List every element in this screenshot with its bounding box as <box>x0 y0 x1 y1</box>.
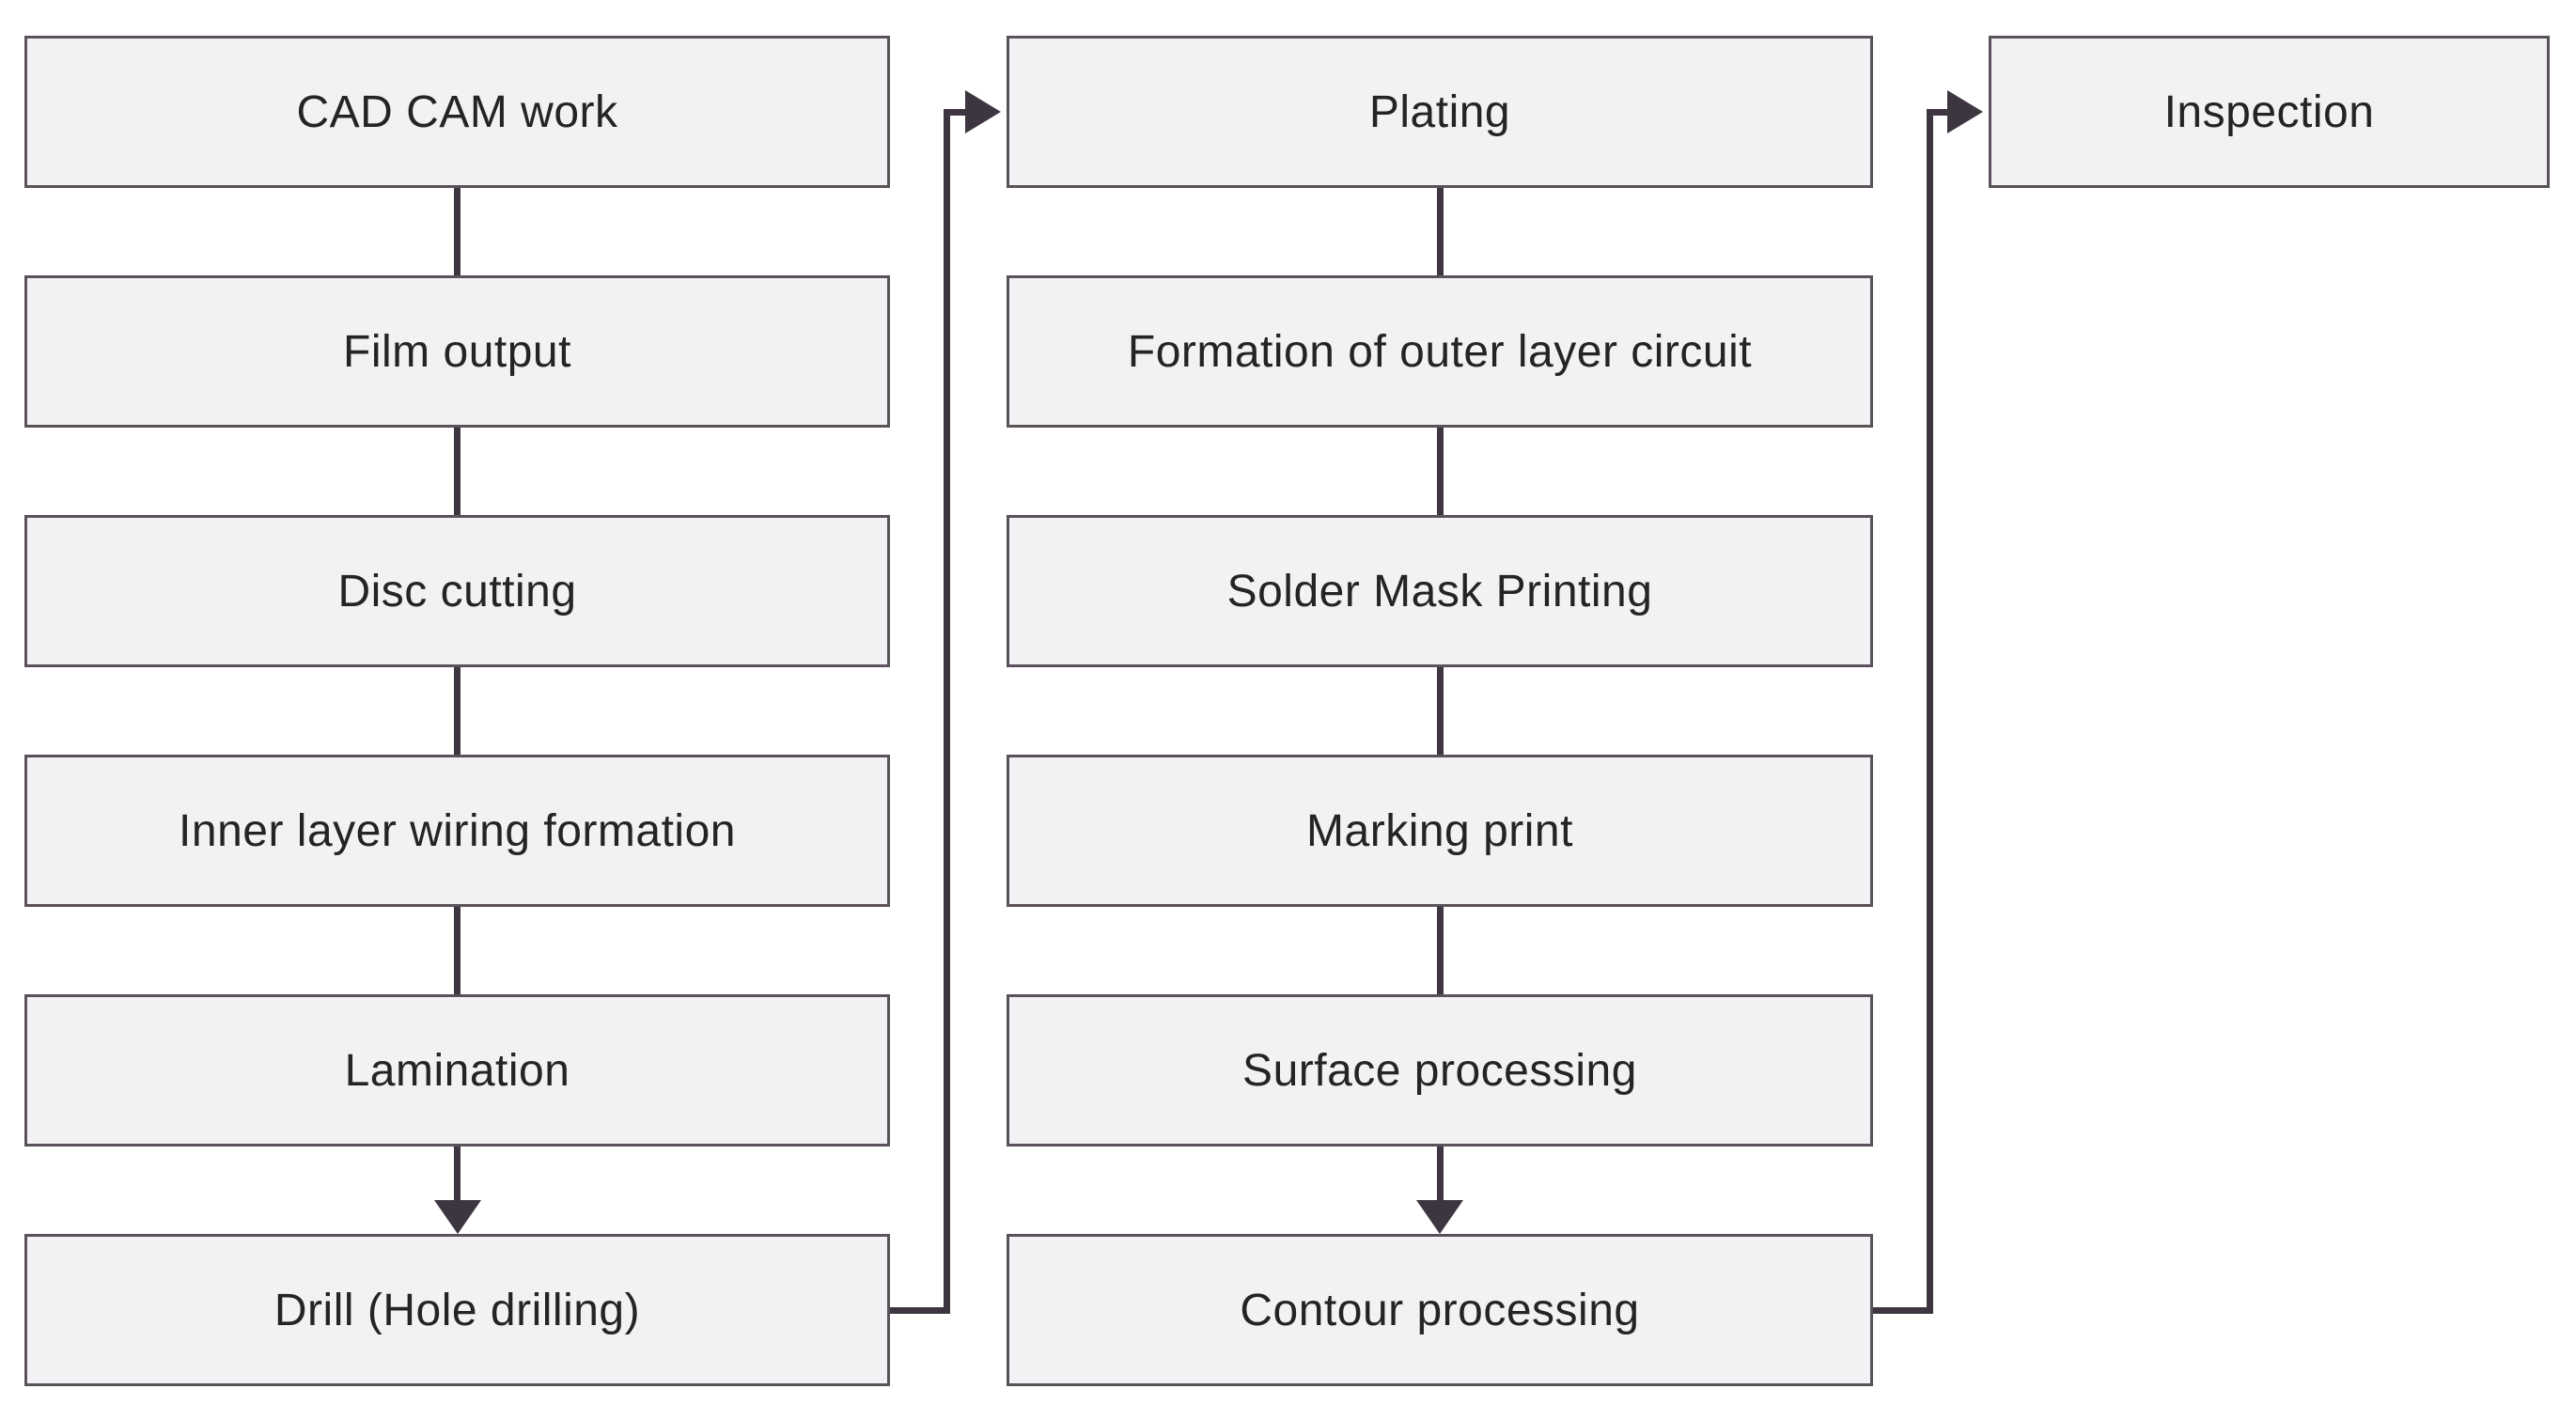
edge-lamination-to-drill-hole-drilling-arrowhead-down-icon <box>433 1200 481 1234</box>
node-label-surface-processing: Surface processing <box>1242 1045 1637 1096</box>
node-cad-cam-work: CAD CAM work <box>24 36 890 188</box>
node-plating: Plating <box>1007 36 1873 188</box>
node-label-plating: Plating <box>1368 86 1511 137</box>
node-label-inner-layer-wiring-formation: Inner layer wiring formation <box>179 805 736 856</box>
node-drill-hole-drilling: Drill (Hole drilling) <box>24 1234 890 1386</box>
node-formation-of-outer-layer-circuit: Formation of outer layer circuit <box>1007 275 1873 428</box>
edge-lamination-to-drill-hole-drilling-line <box>454 1147 461 1204</box>
edge-drill-hole-drilling-to-plating-bottom-line <box>890 1306 950 1314</box>
node-label-cad-cam-work: CAD CAM work <box>296 86 618 137</box>
node-label-formation-of-outer-layer-circuit: Formation of outer layer circuit <box>1127 326 1753 377</box>
edge-formation-of-outer-layer-circuit-to-solder-mask-printing-line <box>1436 428 1444 515</box>
node-lamination: Lamination <box>24 994 890 1147</box>
edge-contour-processing-to-inspection-arrowhead-right-icon <box>1947 90 1983 133</box>
node-inspection: Inspection <box>1989 36 2550 188</box>
node-disc-cutting: Disc cutting <box>24 515 890 667</box>
node-label-contour-processing: Contour processing <box>1240 1285 1640 1335</box>
node-solder-mask-printing: Solder Mask Printing <box>1007 515 1873 667</box>
edge-cad-cam-work-to-film-output-line <box>454 188 461 275</box>
edge-contour-processing-to-inspection-riser-line <box>1927 108 1933 1314</box>
edge-drill-hole-drilling-to-plating-riser-line <box>944 108 950 1314</box>
edge-inner-layer-wiring-formation-to-lamination-line <box>454 907 461 994</box>
edge-contour-processing-to-inspection-bottom-line <box>1873 1306 1933 1314</box>
node-label-marking-print: Marking print <box>1306 805 1573 856</box>
node-label-inspection: Inspection <box>2163 86 2375 137</box>
edge-drill-hole-drilling-to-plating-top-line <box>944 108 967 116</box>
edge-film-output-to-disc-cutting-line <box>454 428 461 515</box>
node-surface-processing: Surface processing <box>1007 994 1873 1147</box>
node-marking-print: Marking print <box>1007 755 1873 907</box>
edge-disc-cutting-to-inner-layer-wiring-formation-line <box>454 667 461 755</box>
edge-plating-to-formation-of-outer-layer-circuit-line <box>1436 188 1444 275</box>
edge-marking-print-to-surface-processing-line <box>1436 907 1444 994</box>
edge-surface-processing-to-contour-processing-line <box>1436 1147 1444 1204</box>
node-film-output: Film output <box>24 275 890 428</box>
node-label-solder-mask-printing: Solder Mask Printing <box>1226 566 1653 616</box>
node-label-lamination: Lamination <box>344 1045 570 1096</box>
edge-drill-hole-drilling-to-plating-arrowhead-right-icon <box>965 90 1001 133</box>
node-label-disc-cutting: Disc cutting <box>337 566 577 616</box>
edge-surface-processing-to-contour-processing-arrowhead-down-icon <box>1416 1200 1463 1234</box>
node-label-film-output: Film output <box>343 326 571 377</box>
edge-contour-processing-to-inspection-top-line <box>1927 108 1949 116</box>
node-label-drill-hole-drilling: Drill (Hole drilling) <box>273 1285 641 1335</box>
node-inner-layer-wiring-formation: Inner layer wiring formation <box>24 755 890 907</box>
node-contour-processing: Contour processing <box>1007 1234 1873 1386</box>
edge-solder-mask-printing-to-marking-print-line <box>1436 667 1444 755</box>
